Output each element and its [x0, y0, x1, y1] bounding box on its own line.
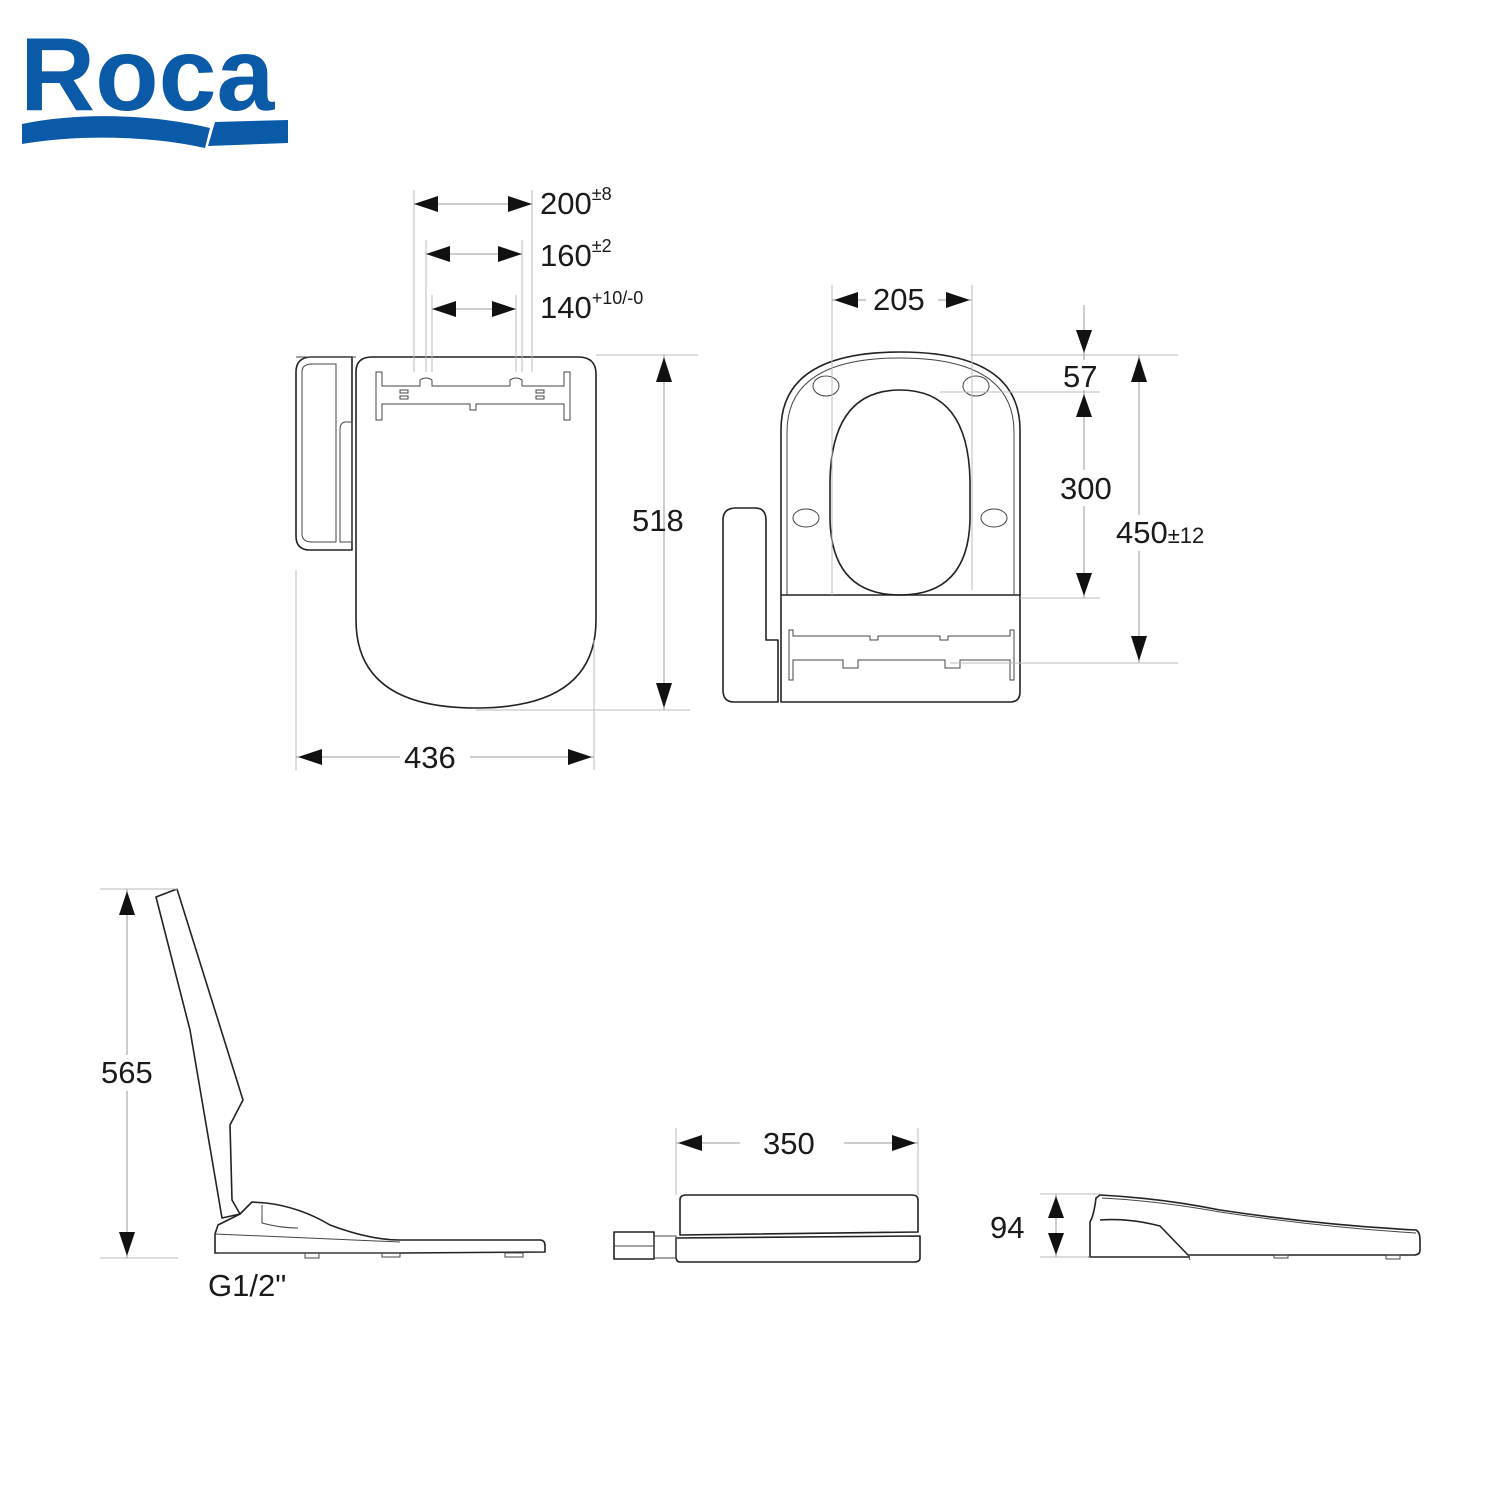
top-view: 200±8 160±2 140+10/-0 518 436 — [295, 184, 698, 775]
tol-450: ±12 — [1168, 523, 1205, 548]
brand-name: Roca — [20, 17, 275, 133]
tol-200: ±8 — [592, 184, 612, 204]
tol-160: ±2 — [592, 236, 612, 256]
svg-text:160±2: 160±2 — [540, 236, 612, 273]
dim-94: 94 — [990, 1210, 1024, 1245]
dim-350: 350 — [763, 1126, 815, 1161]
dim-565: 565 — [101, 1055, 153, 1090]
svg-text:140+10/-0: 140+10/-0 — [540, 288, 643, 325]
side-view-closed: 94 — [990, 1193, 1421, 1261]
dim-518: 518 — [632, 503, 684, 538]
bottom-view: 205 57 300 450±12 — [722, 282, 1210, 703]
dim-57: 57 — [1063, 359, 1097, 394]
water-connection-label: G1/2" — [208, 1268, 286, 1303]
svg-text:450±12: 450±12 — [1116, 515, 1204, 550]
svg-text:200±8: 200±8 — [540, 184, 612, 221]
dim-300: 300 — [1060, 471, 1112, 506]
roca-logo: Roca — [20, 17, 288, 148]
dim-436: 436 — [404, 740, 456, 775]
tol-140: +10/-0 — [592, 288, 644, 308]
dim-200: 200 — [540, 186, 592, 221]
side-view-open: 565 G1/2" — [98, 888, 546, 1303]
dim-450: 450 — [1116, 515, 1168, 550]
rear-view: 350 — [613, 1124, 921, 1263]
wave-icon — [22, 116, 288, 148]
dim-205: 205 — [873, 282, 925, 317]
dim-140: 140 — [540, 290, 592, 325]
dim-160: 160 — [540, 238, 592, 273]
